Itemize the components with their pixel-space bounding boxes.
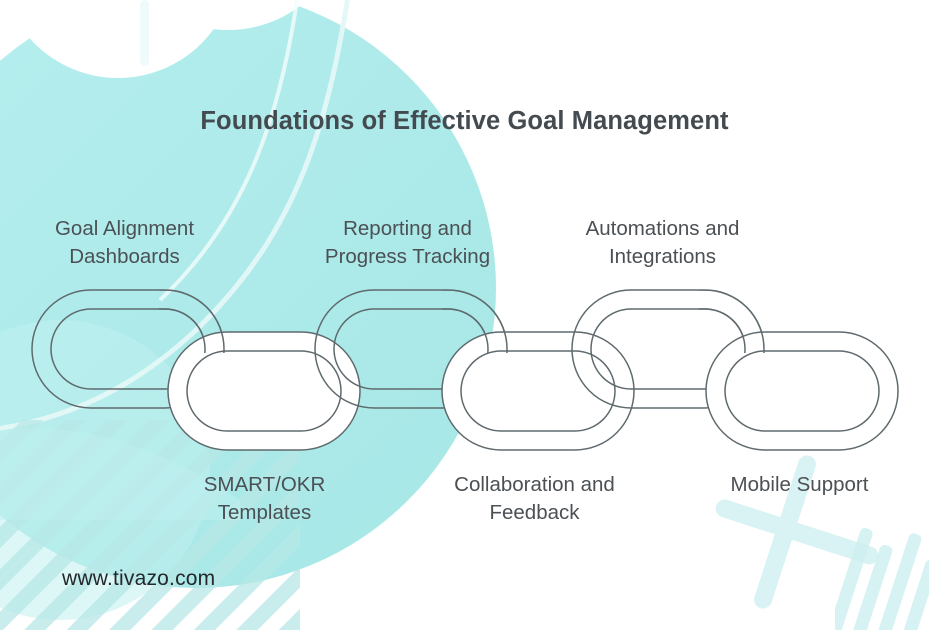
page-title: Foundations of Effective Goal Management [200, 107, 729, 135]
white-plus-icon [140, 0, 149, 66]
diagonal-stripes-bottom-right [835, 527, 929, 630]
white-circle-top-left-2 [148, 0, 308, 30]
website-url: www.tivazo.com [62, 567, 216, 590]
white-circle-top-left [7, 0, 229, 78]
thin-arc-decoration [0, 0, 350, 431]
link-6 [705, 331, 899, 451]
thin-arc-decoration-2 [158, 0, 300, 302]
label-mobile-support: Mobile Support [730, 473, 869, 496]
cyan-wedge-left [0, 428, 240, 520]
label-collaboration-feedback: Collaboration and Feedback [454, 473, 615, 524]
link-5-weave [699, 290, 765, 353]
cyan-cross-bottom-right [715, 455, 879, 609]
link-4 [441, 331, 635, 451]
label-smart-okr-templates: SMART/OKR Templates [203, 473, 326, 524]
label-automations-integrations: Automations and Integrations [585, 217, 740, 268]
link-1-weave [159, 290, 225, 353]
link-3-weave [442, 290, 508, 353]
label-goal-alignment-dashboards: Goal Alignment Dashboards [54, 217, 195, 268]
link-2 [167, 331, 361, 451]
label-reporting-progress-tracking: Reporting and Progress Tracking [324, 217, 491, 268]
